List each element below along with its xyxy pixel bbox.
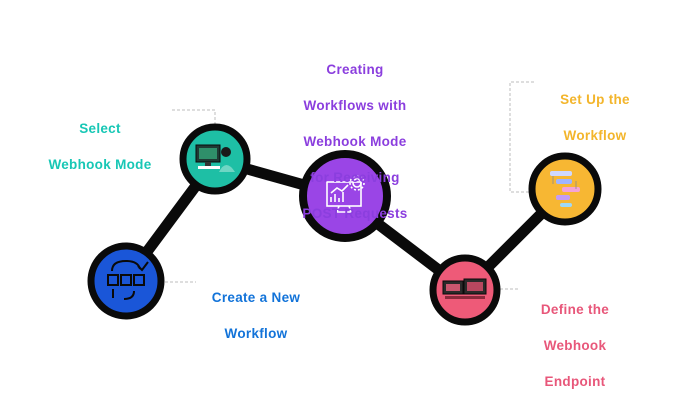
title-line-3: Webhook Mode (303, 134, 407, 149)
title-line-2: Workflows with (303, 98, 407, 113)
process-diagram (87, 81, 602, 326)
analytics-monitor-gear-icon (326, 175, 365, 213)
node-center (299, 150, 391, 242)
node-define (429, 254, 501, 326)
label-define-line-2: Webhook (543, 338, 607, 353)
label-create-line-1: Create a New (211, 290, 301, 305)
flowchart-icon (550, 171, 580, 207)
node-setup (528, 152, 602, 226)
leader-lines (160, 81, 534, 290)
label-setup-line-2: Workflow (563, 128, 627, 143)
leader-setup (509, 81, 534, 193)
title-line-1: Creating (326, 62, 384, 77)
leader-select (172, 109, 216, 128)
label-create-line-2: Workflow (224, 326, 288, 341)
label-select-line-2: Webhook Mode (48, 157, 152, 172)
label-select-line-1: Select (79, 121, 121, 136)
node-select (179, 123, 251, 195)
person-at-computer-icon (195, 144, 235, 172)
node-create (87, 242, 165, 320)
label-setup: Set Up the Workflow (535, 73, 655, 163)
label-define-line-3: Endpoint (544, 374, 606, 389)
label-select: Select Webhook Mode (40, 102, 160, 192)
label-define: Define the Webhook Endpoint (520, 283, 630, 409)
title-label: Creating Workflows with Webhook Mode for… (280, 43, 430, 241)
workflow-boxes-icon (107, 259, 149, 300)
title-line-4: for Receiving (310, 170, 400, 185)
title-line-5: POST Requests (302, 206, 408, 221)
label-create: Create a New Workflow (196, 271, 316, 361)
label-setup-line-1: Set Up the (560, 92, 630, 107)
label-define-line-1: Define the (540, 302, 610, 317)
monitors-icon (442, 278, 487, 299)
